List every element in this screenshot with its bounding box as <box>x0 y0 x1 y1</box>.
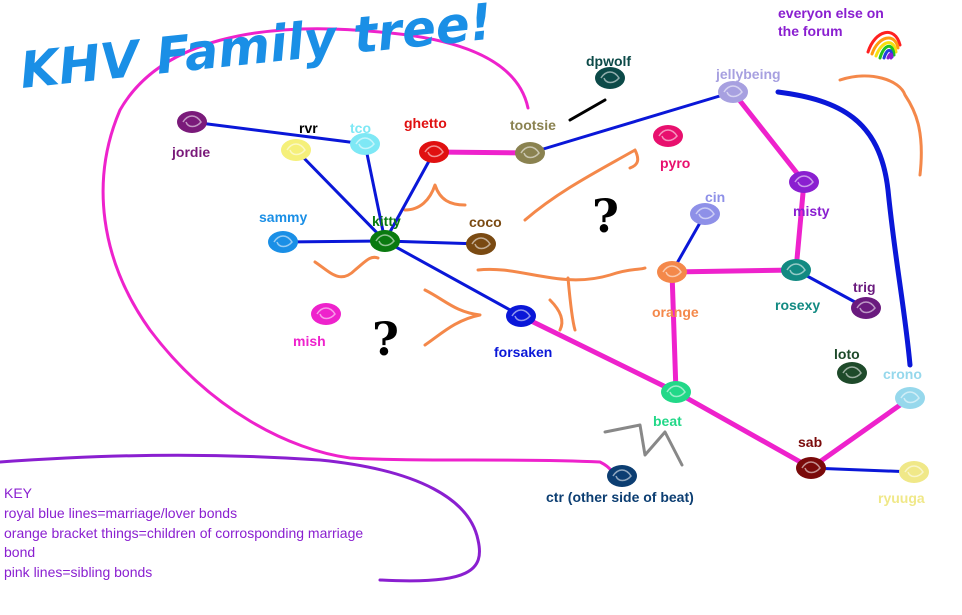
node-ryuuga[interactable] <box>899 461 929 483</box>
key-heading: KEY <box>4 485 33 501</box>
node-kitty[interactable] <box>370 230 400 252</box>
node-orange[interactable] <box>657 261 687 283</box>
edge-sibling-sab-crono <box>808 395 913 471</box>
node-misty[interactable] <box>789 171 819 193</box>
node-mish[interactable] <box>311 303 341 325</box>
label-sab: sab <box>798 434 822 450</box>
node-rosexy[interactable] <box>781 259 811 281</box>
node-crono[interactable] <box>895 387 925 409</box>
label-ctr: ctr (other side of beat) <box>546 489 694 505</box>
children-brackets <box>313 74 923 347</box>
edge-sibling-orange-rosexy <box>669 267 799 275</box>
node-pyro[interactable] <box>653 125 683 147</box>
label-orange: orange <box>652 304 699 320</box>
label-beat: beat <box>653 413 682 429</box>
edge-marriage-kitty-coco <box>383 239 483 246</box>
node-ctr[interactable] <box>607 465 637 487</box>
node-loto[interactable] <box>837 362 867 384</box>
edge-sibling-orange-beat <box>669 269 679 395</box>
label-dpwolf: dpwolf <box>586 53 631 69</box>
node-beat[interactable] <box>661 381 691 403</box>
node-forsaken[interactable] <box>506 305 536 327</box>
node-coco[interactable] <box>466 233 496 255</box>
label-crono: crono <box>883 366 922 382</box>
edge-layer <box>190 89 916 474</box>
label-mish: mish <box>293 333 326 349</box>
node-jordie[interactable] <box>177 111 207 133</box>
label-jordie: jordie <box>171 144 210 160</box>
node-sammy[interactable] <box>268 231 298 253</box>
edge-marriage-kitty-tco <box>363 142 387 243</box>
label-cin: cin <box>705 189 725 205</box>
key-line-marriage: royal blue lines=marriage/lover bonds <box>4 505 237 521</box>
edge-marriage-kitty-sammy <box>281 239 387 244</box>
label-layer: jordie rvr tco ghetto tootsie dpwolf jellybein… <box>171 53 925 506</box>
grouping-outline <box>101 27 615 480</box>
label-rosexy: rosexy <box>775 297 820 313</box>
node-sab[interactable] <box>796 457 826 479</box>
edge-marriage-jordie-tco <box>190 120 367 146</box>
edge-sibling-beat-sab <box>673 389 814 471</box>
edge-marriage-tootsie-jellybeing <box>528 90 735 155</box>
edge-marriage-kitty-rvr <box>294 148 387 243</box>
unknown-child-mark: ? <box>372 312 399 366</box>
node-trig[interactable] <box>851 297 881 319</box>
label-kitty: kitty <box>372 213 401 229</box>
key-line-children: orange bracket things=children of corros… <box>4 525 363 541</box>
label-ghetto: ghetto <box>404 115 447 131</box>
label-coco: coco <box>469 214 502 230</box>
node-tco[interactable] <box>350 133 380 155</box>
edge-sibling-misty-rosexy <box>793 179 807 273</box>
label-trig: trig <box>853 279 876 295</box>
key-line-bond: bond <box>4 544 35 560</box>
node-cin[interactable] <box>690 203 720 225</box>
label-sammy: sammy <box>259 209 307 225</box>
label-pyro: pyro <box>660 155 690 171</box>
unknown-child-mark: ? <box>592 189 619 243</box>
rainbow-scribble-icon <box>866 30 902 60</box>
marriage-line-jellybeing-crono <box>775 89 913 368</box>
label-tco: tco <box>350 120 371 136</box>
label-rvr: rvr <box>299 120 318 136</box>
edge-sibling-forsaken-beat <box>518 313 679 395</box>
node-rvr[interactable] <box>281 139 311 161</box>
edge-sibling-ghetto-tootsie <box>431 149 533 156</box>
edge-marriage-kitty-ghetto <box>383 150 436 243</box>
node-layer <box>177 67 929 487</box>
label-misty: misty <box>793 203 830 219</box>
key-box: KEY royal blue lines=marriage/lover bond… <box>4 485 363 580</box>
edge-marriage-sab-ryuuga <box>809 466 916 474</box>
corner-note-line-2: the forum <box>778 23 843 39</box>
node-tootsie[interactable] <box>515 142 545 164</box>
corner-note-line-1: everyon else on <box>778 5 884 21</box>
label-jellybeing: jellybeing <box>715 66 781 82</box>
label-ryuuga: ryuuga <box>878 490 925 506</box>
edge-marriage-kitty-forsaken <box>383 239 523 318</box>
node-dpwolf[interactable] <box>595 67 625 89</box>
key-outline <box>0 453 481 583</box>
diagram-title: KHV Family tree! <box>17 0 495 100</box>
line-dpwolf <box>568 98 607 122</box>
label-loto: loto <box>834 346 860 362</box>
label-tootsie: tootsie <box>510 117 556 133</box>
node-jellybeing[interactable] <box>718 81 748 103</box>
node-ghetto[interactable] <box>419 141 449 163</box>
edge-sibling-jellybeing-misty <box>730 89 807 185</box>
label-forsaken: forsaken <box>494 344 552 360</box>
key-line-sibling: pink lines=sibling bonds <box>4 564 152 580</box>
ctr-link-zigzag <box>603 423 684 467</box>
